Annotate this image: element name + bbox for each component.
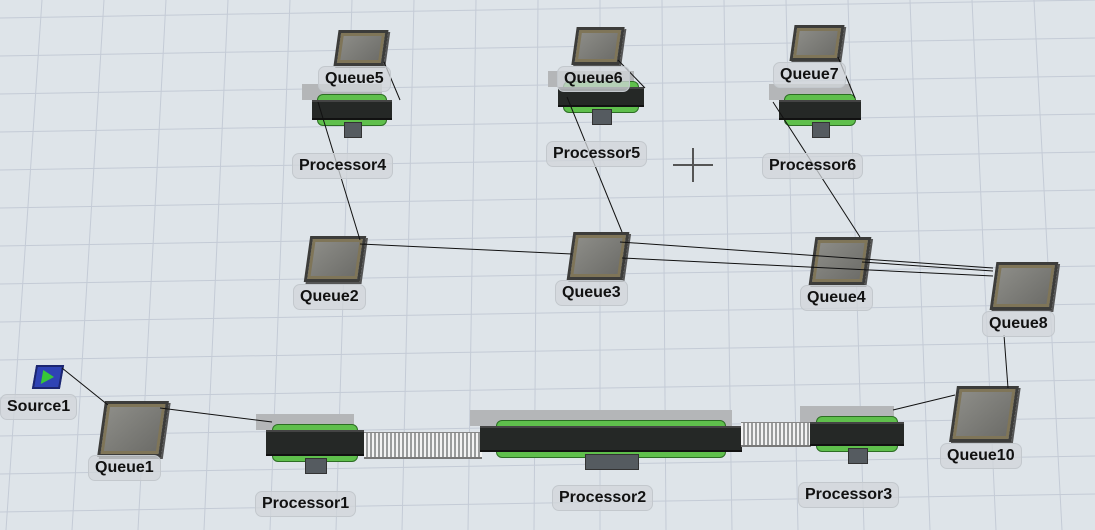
grid-line — [0, 493, 1095, 513]
grid-line — [203, 0, 229, 530]
queue3-label: Queue3 — [555, 280, 628, 306]
connection-line — [621, 257, 994, 277]
grid-line — [0, 189, 1095, 209]
connection-line — [861, 261, 994, 272]
connection-line — [617, 59, 646, 89]
queue5-label: Queue5 — [318, 66, 391, 92]
connection-line — [61, 367, 109, 406]
grid-line — [0, 227, 1095, 247]
grid-line — [0, 113, 1095, 133]
grid-line — [5, 0, 43, 530]
conveyor-2-to-3[interactable] — [741, 422, 811, 447]
connection-line — [892, 394, 956, 411]
grid-line — [71, 0, 105, 530]
processor5-label: Processor5 — [546, 141, 648, 167]
grid-line — [0, 341, 1095, 361]
grid-line — [0, 303, 1095, 323]
processor2-label: Processor2 — [552, 485, 654, 511]
queue8-label: Queue8 — [982, 311, 1055, 337]
processor6-label: Processor6 — [762, 153, 864, 179]
grid-line — [0, 75, 1095, 95]
connection-line — [1003, 334, 1009, 389]
crosshair-icon-vertical — [692, 148, 694, 182]
processor2-model[interactable] — [470, 410, 742, 470]
processor1-label: Processor1 — [255, 491, 357, 517]
grid-line — [909, 0, 931, 530]
grid-line — [0, 455, 1095, 475]
grid-line — [0, 265, 1095, 285]
processor3-model[interactable] — [800, 406, 904, 464]
processor1-model[interactable] — [256, 414, 364, 474]
source1-label: Source1 — [0, 394, 78, 420]
connection-line — [359, 243, 573, 255]
conveyor-1-to-2[interactable] — [364, 432, 482, 459]
queue6-label: Queue6 — [557, 66, 630, 92]
processor4-model[interactable] — [302, 84, 392, 138]
queue7-label: Queue7 — [773, 62, 846, 88]
queue10-label: Queue10 — [940, 443, 1022, 469]
processor3-label: Processor3 — [798, 482, 900, 508]
grid-line — [0, 37, 1095, 57]
processor6-model[interactable] — [769, 84, 861, 138]
connection-line — [159, 407, 273, 423]
grid-line — [0, 379, 1095, 399]
grid-line — [0, 0, 1095, 19]
queue1-label: Queue1 — [88, 455, 161, 481]
queue2-label: Queue2 — [293, 284, 366, 310]
connection-line — [619, 241, 994, 269]
processor4-label: Processor4 — [292, 153, 394, 179]
queue4-label: Queue4 — [800, 285, 873, 311]
